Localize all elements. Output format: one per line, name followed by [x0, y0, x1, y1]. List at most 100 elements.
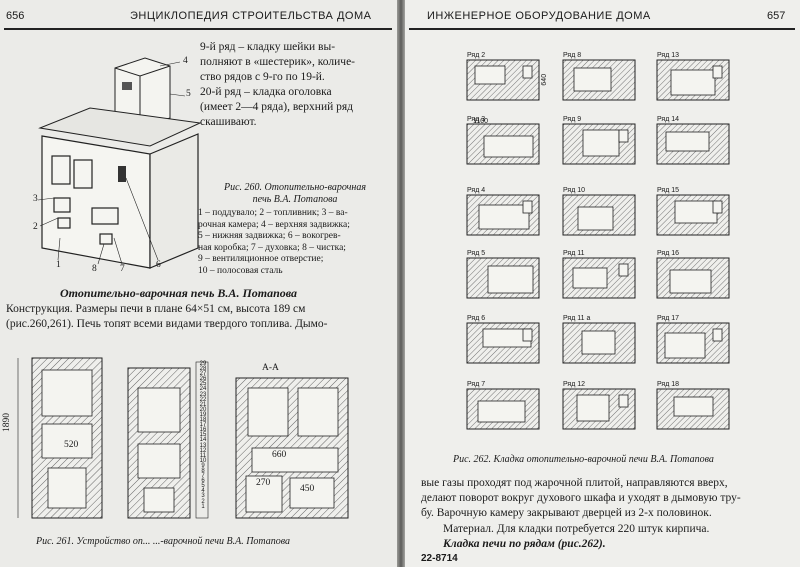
row-label: Ряд 12 — [563, 381, 586, 388]
fig261-caption: Рис. 261. Устройство оп... ...-варочной … — [36, 536, 291, 547]
fig260-legend: 1 – поддувало; 2 – топливник; 3 – ва- ро… — [198, 208, 392, 277]
text-line: 20-й ряд – кладка оголовка — [200, 86, 332, 98]
row-label: Ряд 6 — [467, 315, 486, 322]
row-number: 15 — [199, 432, 207, 439]
text-line: делают поворот вокруг духового шкафа и у… — [421, 492, 741, 504]
row-plan — [656, 257, 730, 299]
fig262-row-layouts — [466, 59, 730, 430]
construction-paragraph: Конструкция. Размеры печи в плане 64×51 … — [6, 302, 394, 332]
row-number: 10 — [199, 457, 207, 464]
row-number: 12 — [199, 447, 207, 454]
row-number: 11 — [199, 452, 207, 459]
row-number: 23 — [199, 391, 207, 398]
row-plan — [466, 322, 540, 364]
row-number: 27 — [199, 371, 207, 378]
row-number: 19 — [199, 411, 207, 418]
row-number: 4 — [201, 488, 205, 495]
row-number: 20 — [199, 406, 207, 413]
row-label: Ряд 17 — [657, 315, 680, 322]
material-line: Материал. Для кладки потребуется 220 шту… — [443, 523, 710, 535]
page-header: ЭНЦИКЛОПЕДИЯ СТРОИТЕЛЬСТВА ДОМА — [130, 10, 372, 22]
row-label: Ряд 14 — [657, 116, 680, 123]
row-number: 5 — [201, 483, 205, 490]
row-number: 21 — [199, 401, 207, 408]
row-label: Ряд 4 — [467, 187, 486, 194]
legend-line: 10 – полосовая сталь — [198, 265, 283, 276]
row-label: Ряд 2 — [467, 52, 486, 59]
row-label: Ряд 15 — [657, 187, 680, 194]
callout-8: 8 — [92, 264, 97, 274]
fig261-section-drawings — [17, 357, 349, 519]
dim-height: 640 — [541, 73, 549, 86]
callout-5: 5 — [186, 89, 191, 99]
section-title: Отопительно-варочная печь В.А. Потапова — [60, 286, 298, 300]
fig261-section-label: А-А — [262, 363, 279, 373]
header-rule — [4, 28, 392, 30]
row-label: Ряд 13 — [657, 52, 680, 59]
caption-line: Рис. 260. Отопительно-варочная — [224, 182, 366, 193]
row-number: 18 — [199, 417, 207, 424]
row-label: Ряд 18 — [657, 381, 680, 388]
row-label: Ряд 5 — [467, 250, 486, 257]
row-plan — [466, 59, 540, 101]
row-label: Ряд 9 — [563, 116, 582, 123]
row-plan — [466, 123, 540, 165]
fig261-height-label: 1890 — [2, 413, 12, 432]
header-rule — [409, 28, 795, 30]
callout-4: 4 — [183, 56, 188, 66]
row-number: 2 — [201, 498, 205, 505]
text-line: бу. Варочную камеру закрывают дверцей из… — [421, 507, 712, 519]
text-line: (рис.260,261). Печь топят всеми видами т… — [6, 318, 328, 330]
row-label: Ряд 16 — [657, 250, 680, 257]
text-line: (имеет 2—4 ряда), верхний ряд — [200, 101, 354, 113]
row-number: 24 — [199, 386, 207, 393]
row-number: 29 — [199, 361, 207, 367]
text-line: скашивают. — [200, 116, 257, 128]
row-plan — [466, 388, 540, 430]
fig261-dim-270: 270 — [256, 478, 271, 488]
row-number: 1 — [201, 503, 205, 510]
row-plan — [466, 194, 540, 236]
row-plan — [562, 123, 636, 165]
row-label: Ряд 11 — [563, 250, 585, 257]
row-plan — [656, 322, 730, 364]
body-paragraph: вые газы проходят под жарочной плитой, н… — [421, 476, 796, 521]
fig260-caption: Рис. 260. Отопительно-варочная печь В.А.… — [200, 182, 390, 206]
callout-1: 1 — [56, 260, 61, 270]
row-number: 7 — [201, 473, 205, 480]
row-plan — [562, 59, 636, 101]
fig262-caption: Рис. 262. Кладка отопительно-варочной пе… — [453, 454, 714, 465]
fig261-dim-450: 450 — [300, 484, 315, 494]
row-plan — [466, 257, 540, 299]
row-number: 9 — [201, 462, 205, 469]
legend-line: ная коробка; 7 – духовка; 8 – чистка; — [198, 242, 346, 253]
row-number: 14 — [199, 437, 207, 444]
row-label: Ряд 10 — [563, 187, 586, 194]
text-line: вые газы проходят под жарочной плитой, н… — [421, 477, 728, 489]
caption-line: печь В.А. Потапова — [252, 194, 338, 205]
row-label: Ряд 3 — [467, 116, 486, 123]
legend-line: 9 – вентиляционное отверстие; — [198, 254, 324, 264]
row-number: 17 — [199, 422, 207, 429]
left-page: 656 ЭНЦИКЛОПЕДИЯ СТРОИТЕЛЬСТВА ДОМА — [0, 0, 397, 567]
row-number: 8 — [201, 467, 205, 474]
row-plan — [656, 388, 730, 430]
row-number: 16 — [199, 427, 207, 434]
row-number: 6 — [201, 478, 205, 485]
legend-line: рочная камера; 4 – верхняя задвижка; — [198, 219, 350, 230]
page-number: 656 — [6, 10, 25, 22]
row-plan — [562, 194, 636, 236]
page-number: 657 — [767, 10, 786, 22]
rows-line: Кладка печи по рядам (рис.262). — [443, 538, 606, 550]
row-label: Ряд 7 — [467, 381, 486, 388]
fig261-width-label: 520 — [64, 440, 79, 450]
print-code: 22-8714 — [421, 553, 458, 564]
row-number-ladder: 29 28 27 26 25 24 23 22 21 20 19 18 17 1… — [197, 361, 209, 510]
text-line: ство рядов с 9-го по 19-й. — [200, 71, 325, 83]
callout-2: 2 — [33, 222, 38, 232]
book-gutter — [397, 0, 405, 567]
legend-line: 1 – поддувало; 2 – топливник; 3 – ва- — [198, 208, 348, 218]
callout-6: 6 — [156, 260, 161, 270]
